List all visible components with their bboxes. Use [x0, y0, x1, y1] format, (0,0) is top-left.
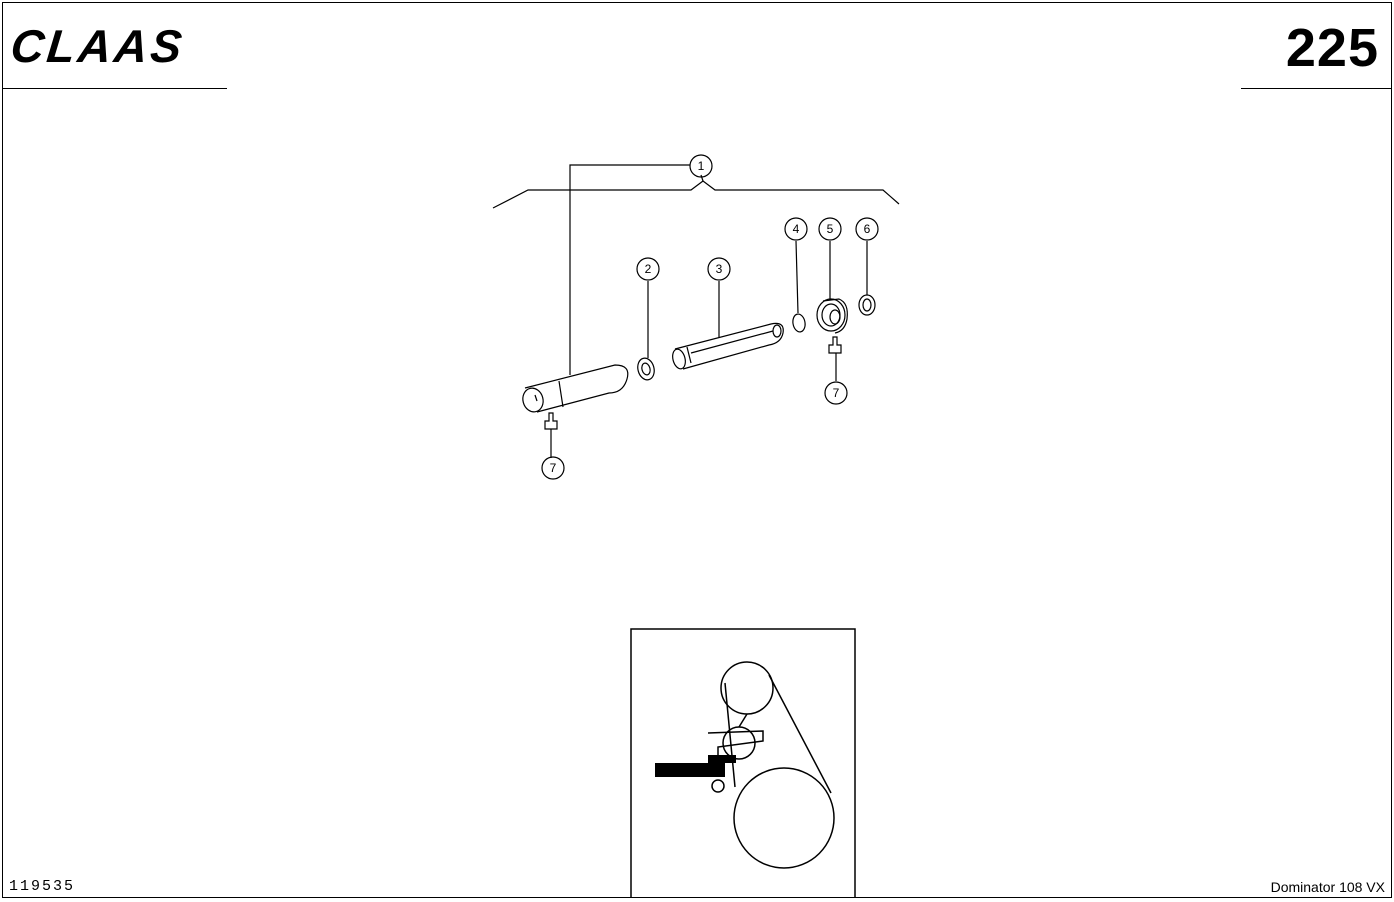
- callout-6: 6: [864, 222, 871, 236]
- page-number: 225: [1285, 18, 1379, 78]
- document-number: 119535: [9, 878, 76, 895]
- callout-1: 1: [698, 159, 705, 173]
- callout-circle-7a: [824, 381, 848, 405]
- callout-circle-2: [636, 257, 660, 281]
- callout-circle-4: [784, 217, 808, 241]
- inset-tensioner: [655, 763, 725, 777]
- part-grease-nipple-left: [544, 412, 558, 458]
- callout-circle-1: [689, 154, 713, 178]
- group-bracket: [492, 180, 900, 209]
- part-bushing: [858, 241, 876, 316]
- inset-lower-pulley: [733, 767, 835, 869]
- callout-circle-6: [855, 217, 879, 241]
- leader-1: [569, 164, 690, 375]
- exploded-parts-diagram: 1 2 3 4 5 6 7 7: [492, 154, 900, 897]
- callout-5: 5: [827, 222, 834, 236]
- part-bearing: [816, 241, 848, 381]
- inset-belt-left: [724, 682, 736, 788]
- inset-arm: [707, 730, 764, 763]
- callout-circle-5: [818, 217, 842, 241]
- header-rule-left: [3, 88, 227, 89]
- part-o-ring: [792, 240, 806, 333]
- callout-3: 3: [716, 262, 723, 276]
- callout-circle-7b: [541, 456, 565, 480]
- part-tube: [522, 364, 629, 413]
- callout-4: 4: [793, 222, 800, 236]
- inset-upper-pulley: [720, 661, 774, 715]
- callout-7b: 7: [550, 461, 557, 475]
- callout-2: 2: [645, 262, 652, 276]
- location-inset: [630, 628, 856, 897]
- callout-7a: 7: [833, 386, 840, 400]
- part-shaft: [672, 281, 784, 370]
- header-rule-right: [1241, 88, 1391, 89]
- callout-circle-3: [707, 257, 731, 281]
- part-washer: [637, 281, 655, 381]
- inset-belt-right: [768, 674, 832, 794]
- model-name: Dominator 108 VX: [1270, 879, 1385, 895]
